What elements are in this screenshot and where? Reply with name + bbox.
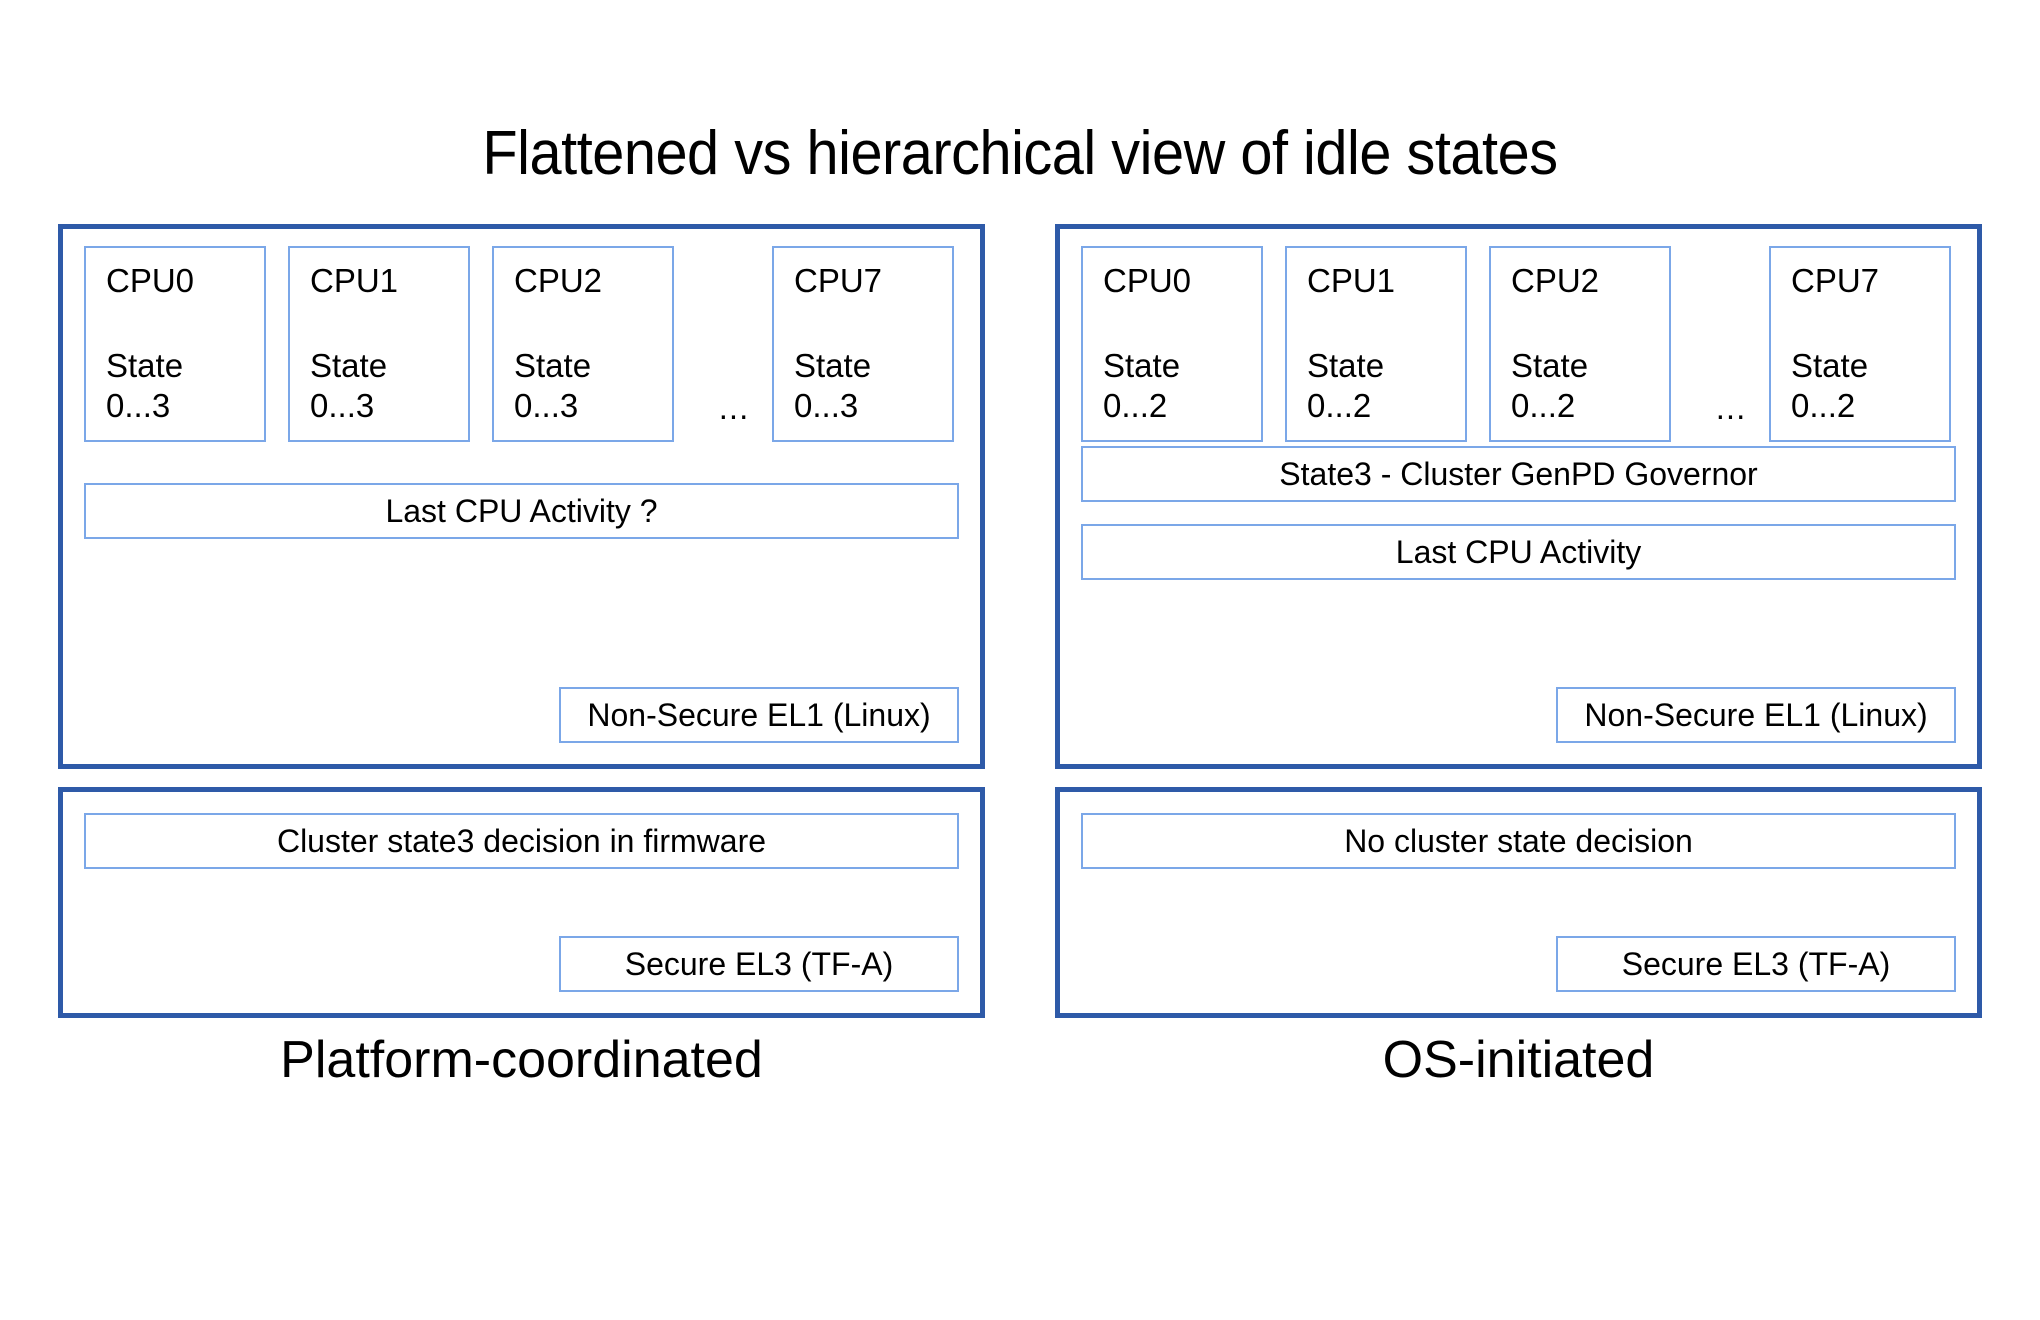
firmware-panel-platform-coordinated: Cluster state3 decision in firmware Secu… [58,787,985,1018]
cpu-box-cpu1: CPU1 State 0...2 [1285,246,1467,442]
cpu-state-range: 0...3 [106,387,171,424]
page-title: Flattened vs hierarchical view of idle s… [482,119,1558,188]
cpu-state-range: 0...2 [1791,387,1856,424]
bar-last-cpu-activity: Last CPU Activity ? [84,483,959,539]
level-tag-secure-el3: Secure EL3 (TF-A) [1556,936,1956,992]
cpu-state: State 0...2 [1103,346,1180,426]
os-panel-platform-coordinated: CPU0 State 0...3 CPU1 State 0...3 CPU2 S… [58,224,985,769]
cpu-row: CPU0 State 0...2 CPU1 State 0...2 CPU2 S… [1081,246,1956,442]
os-panel-os-initiated: CPU0 State 0...2 CPU1 State 0...2 CPU2 S… [1055,224,1982,769]
cpu-state-range: 0...2 [1511,387,1576,424]
diagram-column-os-initiated: CPU0 State 0...2 CPU1 State 0...2 CPU2 S… [1055,224,1982,1018]
cpu-state-label: State [1511,347,1589,384]
cpu-label: CPU2 [514,262,603,299]
cpu-state: State 0...2 [1791,346,1868,426]
level-tag-non-secure-el1: Non-Secure EL1 (Linux) [1556,687,1956,743]
cpu-state: State 0...3 [310,346,387,426]
cpu-row: CPU0 State 0...3 CPU1 State 0...3 CPU2 S… [84,246,959,442]
cpu-box-cpu1: CPU1 State 0...3 [288,246,470,442]
cpu-state-range: 0...3 [514,387,579,424]
cpu-state-label: State [310,347,388,384]
cpu-state-label: State [514,347,592,384]
bar-last-cpu-activity: Last CPU Activity [1081,524,1956,580]
cpu-box-cpu7: CPU7 State 0...3 [772,246,954,442]
cpu-state-label: State [1103,347,1181,384]
level-tag-non-secure-el1: Non-Secure EL1 (Linux) [559,687,959,743]
bar-cluster-state-decision: Cluster state3 decision in firmware [84,813,959,869]
diagram-column-platform-coordinated: CPU0 State 0...3 CPU1 State 0...3 CPU2 S… [58,224,985,1018]
bar-cluster-genpd-governor: State3 - Cluster GenPD Governor [1081,446,1956,502]
cpu-state-label: State [1791,347,1869,384]
cpu-state: State 0...2 [1511,346,1588,426]
cpu-state: State 0...3 [514,346,591,426]
cpu-box-cpu7: CPU7 State 0...2 [1769,246,1951,442]
cpu-box-cpu2: CPU2 State 0...2 [1489,246,1671,442]
cpu-box-cpu0: CPU0 State 0...2 [1081,246,1263,442]
cpu-label: CPU7 [794,262,883,299]
column-caption-os-initiated: OS-initiated [1382,1031,1655,1089]
cpu-label: CPU1 [1307,262,1396,299]
level-tag-secure-el3: Secure EL3 (TF-A) [559,936,959,992]
cpu-state: State 0...3 [794,346,871,426]
cpu-state-range: 0...3 [794,387,859,424]
cpu-label: CPU1 [310,262,399,299]
cpu-state-range: 0...2 [1307,387,1372,424]
bar-no-cluster-state-decision: No cluster state decision [1081,813,1956,869]
cpu-state-range: 0...3 [310,387,375,424]
cpu-box-cpu2: CPU2 State 0...3 [492,246,674,442]
cpu-state-label: State [794,347,872,384]
cpu-state-label: State [1307,347,1385,384]
cpu-state: State 0...3 [106,346,183,426]
cpu-state: State 0...2 [1307,346,1384,426]
cpu-box-cpu0: CPU0 State 0...3 [84,246,266,442]
cpu-label: CPU2 [1511,262,1600,299]
cpu-label: CPU0 [106,262,195,299]
cpu-label: CPU0 [1103,262,1192,299]
cpu-state-range: 0...2 [1103,387,1168,424]
column-caption-platform-coordinated: Platform-coordinated [280,1031,763,1089]
cpu-state-label: State [106,347,184,384]
firmware-panel-os-initiated: No cluster state decision Secure EL3 (TF… [1055,787,1982,1018]
ellipsis-icon: ... [1715,389,1747,426]
cpu-label: CPU7 [1791,262,1880,299]
ellipsis-icon: ... [718,389,750,426]
